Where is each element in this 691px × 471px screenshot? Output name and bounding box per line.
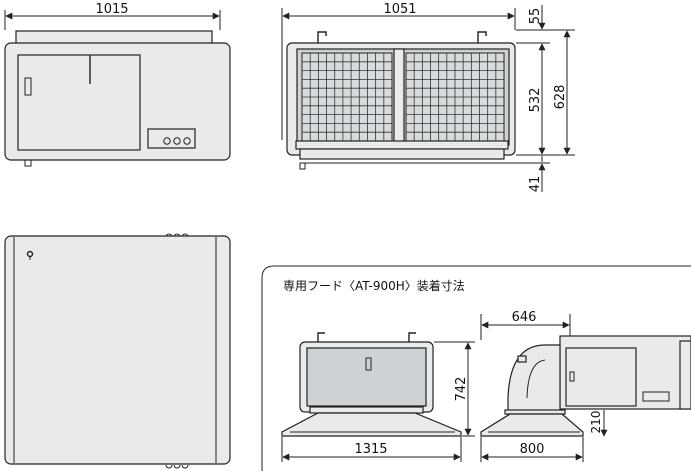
top-gap-label: 55: [528, 8, 543, 25]
offset-height-label: 210: [589, 411, 603, 434]
grille-height-label: 532: [528, 88, 543, 113]
base-width-label: 1315: [354, 442, 387, 457]
front-view: 1015: [4, 2, 231, 167]
hood-front-skirt: [281, 412, 462, 437]
side-bottom-vents: [165, 464, 189, 469]
hood-front-inner: [306, 347, 427, 407]
unit-side-handle: [569, 371, 575, 382]
front-top-flange: [15, 30, 213, 45]
hood-side-skirt: [480, 413, 584, 437]
grille-grid-lines: [302, 53, 504, 141]
side-view: [4, 233, 231, 469]
duct-elbow-curve: [526, 359, 546, 399]
grille-foot-left: [299, 162, 306, 170]
hood-right-hook: [408, 332, 416, 342]
grille-bottom-rail: [295, 140, 509, 150]
front-control-panel: [147, 128, 196, 149]
side-depth-label: 800: [520, 442, 545, 457]
total-height-label: 628: [553, 85, 568, 110]
hood-front-handle: [365, 357, 372, 371]
hood-left-hook: [317, 332, 325, 342]
bottom-gap-label: 41: [528, 176, 543, 193]
hood-height-label: 742: [454, 377, 469, 402]
duct-cap: [517, 355, 527, 363]
control-knob-2-icon: [173, 137, 181, 145]
unit-side-flange: [679, 340, 691, 410]
front-foot: [24, 159, 32, 167]
right-hook: [477, 31, 487, 43]
hood-section-border: [261, 265, 691, 471]
control-knob-3-icon: [183, 137, 191, 145]
front-door-handle: [24, 77, 32, 96]
control-knob-1-icon: [163, 137, 171, 145]
grille-width-label: 1051: [383, 2, 416, 17]
hood-installation-section: 専用フード〈AT-900H〉装着寸法 1315 742 646: [261, 265, 691, 471]
rear-grille-view: 1051 55 532 628: [281, 2, 575, 193]
unit-side-door: [565, 347, 637, 407]
grille-base: [299, 148, 505, 160]
front-door-panel: [17, 54, 141, 151]
hood-section-title: 専用フード〈AT-900H〉装着寸法: [283, 278, 465, 293]
left-hook: [317, 31, 327, 43]
side-cabinet-body: [4, 235, 231, 465]
unit-side-panel: [642, 391, 670, 402]
hood-depth-label: 646: [512, 310, 537, 325]
duct-elbow: [507, 344, 561, 413]
hood-front-rail: [309, 406, 424, 414]
front-width-label: 1015: [95, 2, 128, 17]
grille-center-divider: [393, 48, 405, 156]
